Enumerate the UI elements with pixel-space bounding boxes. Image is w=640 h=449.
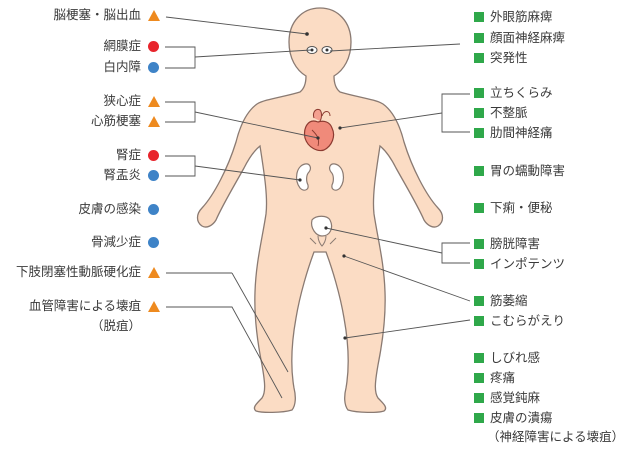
label-pain: 疼痛 bbox=[490, 370, 516, 385]
left-leader-lines bbox=[165, 16, 320, 399]
label-diarrhea-constipation: 下痢・便秘 bbox=[490, 200, 553, 215]
label-peripheral-artery-disease: 下肢閉塞性動脈硬化症 bbox=[15, 264, 141, 279]
triangle-marker-icon bbox=[148, 96, 160, 107]
green-square-marker-icon bbox=[474, 128, 484, 138]
green-square-marker-icon bbox=[474, 88, 484, 98]
green-square-marker-icon bbox=[474, 239, 484, 249]
blue-circle-marker-icon bbox=[148, 204, 159, 215]
label-stroke: 脳梗塞・脳出血 bbox=[53, 7, 141, 22]
triangle-marker-icon bbox=[148, 267, 160, 278]
label-myocardial-infarction: 心筋梗塞 bbox=[90, 113, 141, 128]
label-neuropathic-gangrene-note: （神経障害による壊疽） bbox=[487, 429, 625, 444]
label-arrhythmia: 不整脈 bbox=[490, 105, 528, 120]
red-circle-marker-icon bbox=[148, 150, 159, 161]
label-angina: 狭心症 bbox=[103, 93, 141, 108]
red-circle-marker-icon bbox=[148, 41, 159, 52]
green-square-marker-icon bbox=[474, 166, 484, 176]
label-impotence: インポテンツ bbox=[490, 256, 566, 271]
green-square-marker-icon bbox=[474, 203, 484, 213]
green-square-marker-icon bbox=[474, 353, 484, 363]
right-kidney bbox=[329, 163, 345, 191]
label-intercostal-neuralgia: 肋間神経痛 bbox=[490, 125, 553, 140]
right-leader-lines bbox=[324, 43, 471, 340]
label-muscle-atrophy: 筋萎縮 bbox=[490, 293, 528, 308]
label-osteopenia: 骨減少症 bbox=[90, 234, 141, 249]
label-vascular-gangrene: 血管障害による壊疽 bbox=[28, 298, 141, 313]
label-retinopathy: 網膜症 bbox=[103, 38, 141, 53]
triangle-marker-icon bbox=[148, 116, 160, 127]
label-numbness: しびれ感 bbox=[490, 350, 541, 365]
label-orthostatic-dizziness: 立ちくらみ bbox=[490, 85, 553, 100]
label-ocular-muscle-paralysis: 外眼筋麻痺 bbox=[490, 9, 553, 24]
human-body-outline bbox=[196, 7, 444, 414]
label-facial-nerve-paralysis: 顔面神経麻痺 bbox=[490, 30, 566, 45]
green-square-marker-icon bbox=[474, 296, 484, 306]
blue-circle-marker-icon bbox=[148, 62, 159, 73]
label-cataract: 白内障 bbox=[103, 59, 141, 74]
label-idiopathic: 突発性 bbox=[490, 50, 528, 65]
label-gastric-motility-disorder: 胃の蠕動障害 bbox=[490, 163, 566, 178]
green-square-marker-icon bbox=[474, 259, 484, 269]
green-square-marker-icon bbox=[474, 108, 484, 118]
green-square-marker-icon bbox=[474, 393, 484, 403]
heart-organ bbox=[303, 109, 335, 152]
bladder bbox=[311, 215, 333, 237]
label-nephropathy: 腎症 bbox=[115, 147, 141, 162]
green-square-marker-icon bbox=[474, 316, 484, 326]
blue-circle-marker-icon bbox=[148, 170, 159, 181]
label-bladder-disorder: 膀胱障害 bbox=[490, 236, 541, 251]
triangle-marker-icon bbox=[148, 301, 160, 312]
green-square-marker-icon bbox=[474, 12, 484, 22]
label-skin-infection: 皮膚の感染 bbox=[78, 201, 141, 216]
label-gangrene-paren: （脱疽） bbox=[90, 318, 141, 333]
green-square-marker-icon bbox=[474, 413, 484, 423]
triangle-marker-icon bbox=[148, 10, 160, 21]
label-skin-ulcer: 皮膚の潰瘍 bbox=[490, 410, 553, 425]
label-leg-cramps: こむらがえり bbox=[490, 313, 566, 328]
green-square-marker-icon bbox=[474, 373, 484, 383]
label-sensory-dullness: 感覚鈍麻 bbox=[490, 390, 541, 405]
green-square-marker-icon bbox=[474, 33, 484, 43]
label-pyelitis: 腎盂炎 bbox=[103, 167, 141, 182]
blue-circle-marker-icon bbox=[148, 237, 159, 248]
green-square-marker-icon bbox=[474, 53, 484, 63]
